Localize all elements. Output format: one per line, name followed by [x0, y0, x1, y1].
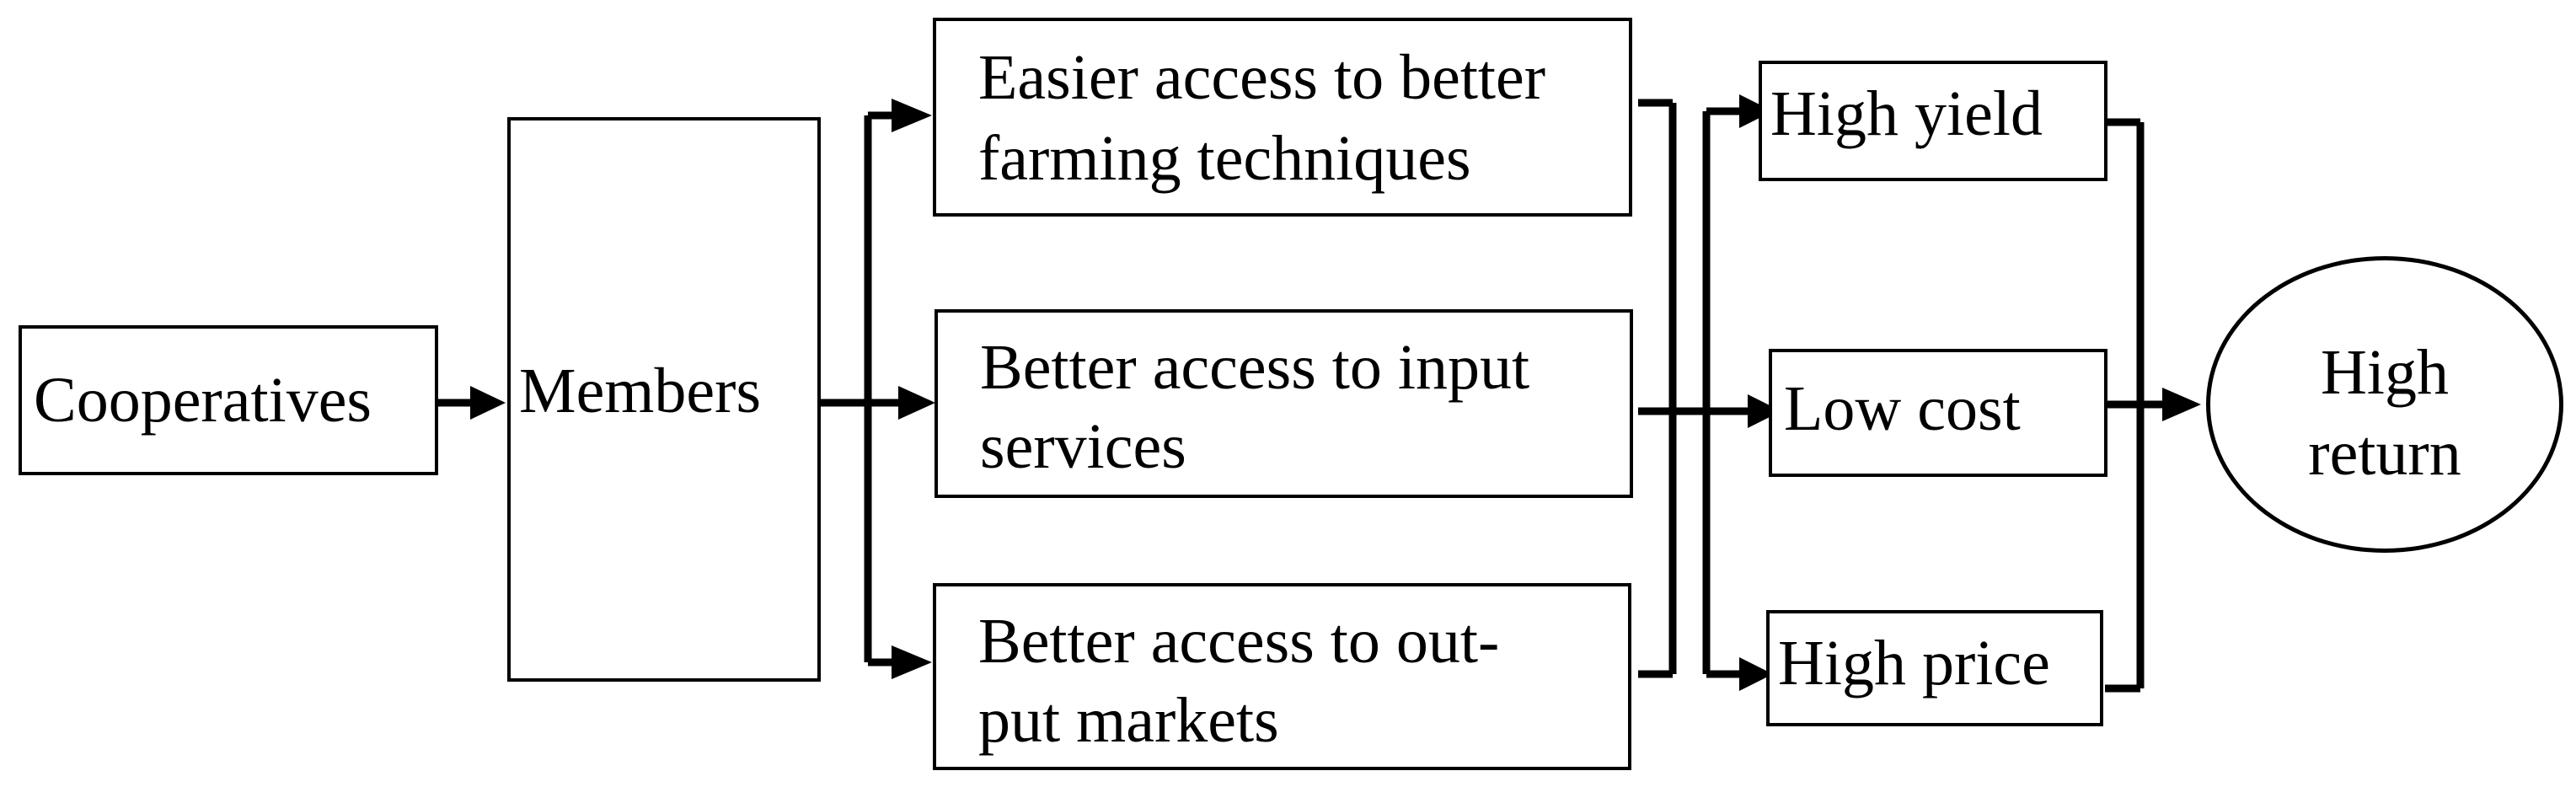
- cooperatives-label: Cooperatives: [34, 365, 372, 436]
- arrowhead-cost: [1748, 394, 1781, 428]
- members-label: Members: [519, 356, 762, 426]
- techniques-label-line2: farming techniques: [978, 123, 1471, 194]
- output-label-line2: put markets: [978, 685, 1279, 756]
- price-node: High price: [1766, 610, 2103, 726]
- yield-node: High yield: [1759, 61, 2107, 181]
- input-node: Better access to input services: [935, 309, 1633, 498]
- cost-node: Low cost: [1769, 349, 2107, 477]
- cost-label: Low cost: [1784, 373, 2021, 444]
- input-label-line1: Better access to input: [980, 332, 1530, 403]
- price-label: High price: [1778, 628, 2050, 699]
- return-label-line2: return: [2308, 418, 2461, 489]
- return-label-line1: High: [2321, 337, 2449, 408]
- arrowhead-techniques: [892, 99, 932, 132]
- techniques-label-line1: Easier access to better: [978, 42, 1546, 113]
- arrowhead-members: [470, 386, 506, 420]
- return-node: High return: [2206, 256, 2563, 553]
- arrowhead-price: [1739, 657, 1773, 691]
- cooperatives-node: Cooperatives: [19, 325, 438, 475]
- arrowhead-return: [2162, 388, 2201, 421]
- members-node: Members: [507, 117, 821, 682]
- input-label-line2: services: [980, 411, 1186, 482]
- arrowhead-output: [892, 645, 932, 679]
- yield-label: High yield: [1770, 78, 2043, 149]
- arrowhead-input: [898, 386, 935, 420]
- output-node: Better access to out- put markets: [933, 583, 1631, 770]
- techniques-node: Easier access to better farming techniqu…: [933, 18, 1632, 217]
- arrowhead-yield: [1739, 94, 1773, 128]
- output-label-line1: Better access to out-: [978, 606, 1500, 677]
